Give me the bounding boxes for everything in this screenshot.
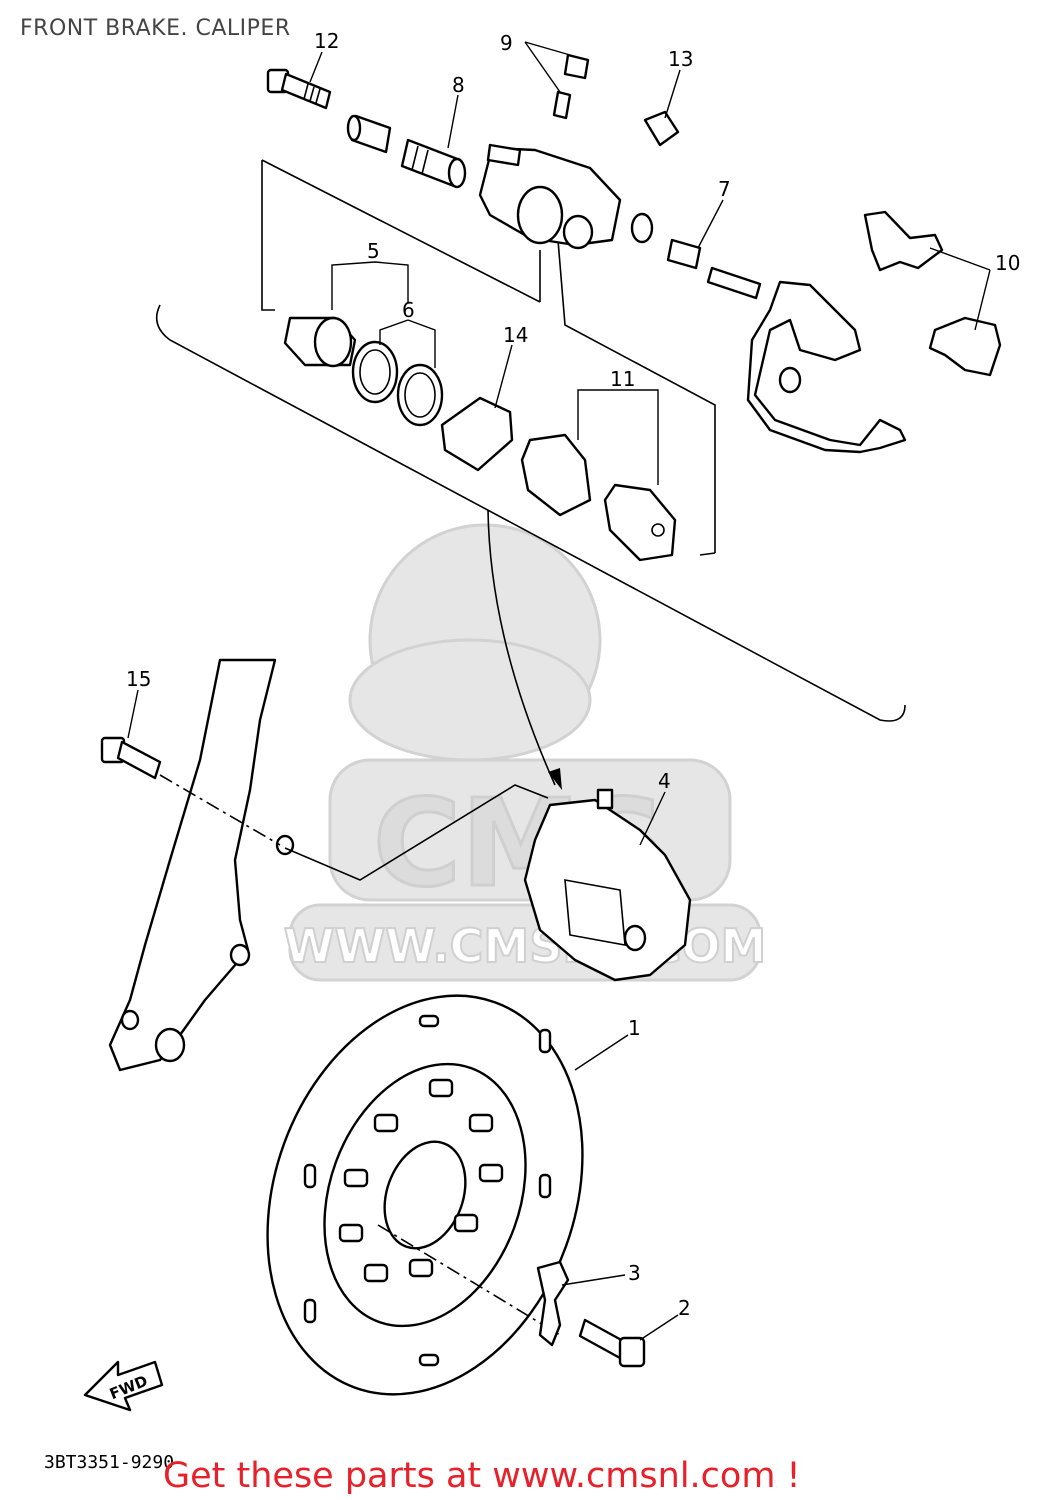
brake-disc-1 xyxy=(266,994,584,1396)
diagram-title: FRONT BRAKE. CALIPER xyxy=(20,16,291,41)
pin-7 xyxy=(666,238,762,300)
callout-9: 9 xyxy=(500,31,513,55)
pad-spring-10 xyxy=(863,210,1002,377)
exploded-frame xyxy=(155,159,906,790)
callout-10: 10 xyxy=(995,251,1020,275)
brake-pads-11 xyxy=(520,433,677,562)
callout-4: 4 xyxy=(658,769,671,793)
callout-8: 8 xyxy=(452,73,465,97)
callout-2: 2 xyxy=(678,1296,691,1320)
piston-5 xyxy=(283,316,357,368)
sleeve xyxy=(346,114,392,154)
clip-13 xyxy=(643,110,680,147)
callout-7: 7 xyxy=(718,177,731,201)
callout-14: 14 xyxy=(503,323,528,347)
caliper-body xyxy=(478,143,622,250)
callout-13: 13 xyxy=(668,47,693,71)
lock-washer-3 xyxy=(536,1260,570,1347)
bleeder-9 xyxy=(552,53,590,120)
callout-6: 6 xyxy=(402,298,415,322)
callout-15: 15 xyxy=(126,667,151,691)
bolt-15 xyxy=(100,736,162,780)
watermark: CMS WWW.CMSNL.COM xyxy=(283,523,767,982)
seal-small xyxy=(630,212,654,244)
boot-8 xyxy=(400,138,467,189)
caliper-bracket xyxy=(746,280,907,454)
callout-5: 5 xyxy=(367,239,380,263)
seals-6 xyxy=(351,340,444,427)
callout-12: 12 xyxy=(314,29,339,53)
leader-lines xyxy=(127,41,991,1341)
caliper-assembly-4 xyxy=(523,788,692,982)
callout-3: 3 xyxy=(628,1261,641,1285)
bolt-2 xyxy=(578,1318,646,1368)
shim-14 xyxy=(440,396,514,472)
callout-1: 1 xyxy=(628,1016,641,1040)
cta-link-text[interactable]: Get these parts at www.cmsnl.com ! xyxy=(163,1456,801,1496)
callout-11: 11 xyxy=(610,367,635,391)
diagram-code: 3BT3351-9290 xyxy=(44,1452,175,1473)
fork-leg xyxy=(108,658,295,1072)
watermark-url: WWW.CMSNL.COM xyxy=(284,919,767,973)
bolt-12 xyxy=(266,68,332,110)
fwd-arrow: FWD xyxy=(83,1360,164,1412)
